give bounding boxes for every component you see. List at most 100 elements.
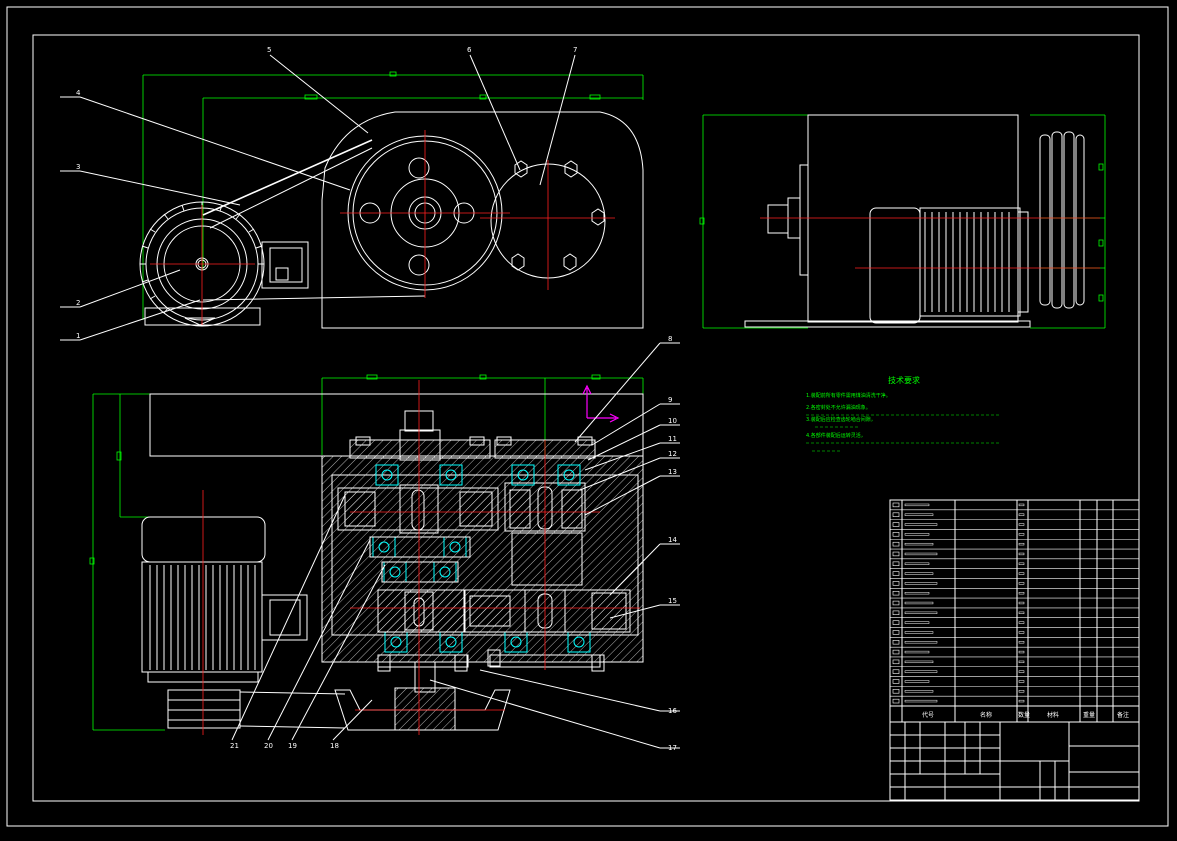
parts-row-index-box — [892, 502, 900, 508]
parts-row-code-cell — [904, 631, 934, 634]
parts-row-qty-cell — [1018, 533, 1025, 536]
parts-row-index-box — [892, 689, 900, 694]
parts-row-qty-cell — [1018, 641, 1025, 644]
parts-row-qty-cell — [1018, 690, 1025, 693]
parts-row-qty-cell — [1018, 572, 1025, 575]
tech-req-line-4: 4.各部件装配后运转灵活， — [806, 432, 866, 439]
balloon-9: 9 — [668, 396, 672, 404]
parts-row-qty-cell — [1018, 621, 1025, 624]
section-view — [89, 342, 680, 749]
side-view — [699, 114, 1106, 329]
balloon-11: 11 — [668, 435, 677, 443]
parts-row-qty-cell — [1018, 660, 1025, 664]
parts-row-index-box — [892, 541, 900, 547]
parts-row-index-box — [892, 590, 900, 596]
balloon-4: 4 — [76, 89, 81, 97]
parts-row-qty-cell — [1018, 601, 1025, 605]
parts-row-index-box — [892, 561, 900, 566]
front-view — [60, 54, 644, 341]
tech-req-line-2: 2.各密封处不允许漏油现象。 — [806, 404, 871, 411]
balloon-1: 1 — [76, 332, 80, 340]
parts-row-code-cell — [904, 641, 938, 644]
parts-row-qty-cell — [1018, 631, 1025, 634]
balloon-20: 20 — [264, 742, 273, 750]
parts-row-index-box — [892, 669, 900, 674]
parts-row-code-cell — [904, 611, 938, 614]
balloon-17: 17 — [668, 744, 677, 752]
balloon-21: 21 — [230, 742, 239, 750]
parts-row-qty-cell — [1018, 542, 1025, 546]
parts-row-qty-cell — [1018, 680, 1025, 683]
parts-row-index-box — [892, 571, 900, 576]
parts-row-qty-cell — [1018, 562, 1025, 565]
balloon-3: 3 — [76, 163, 80, 171]
balloon-19: 19 — [288, 742, 297, 750]
parts-row-index-box — [892, 522, 900, 527]
parts-row-index-box — [892, 630, 900, 635]
parts-row-index-box — [892, 659, 900, 665]
parts-row-index-box — [892, 532, 900, 537]
tech-req-filler-lines — [806, 414, 1000, 452]
outer-border — [6, 6, 1169, 827]
parts-row-code-cell — [904, 533, 930, 536]
parts-row-code-cell — [904, 523, 938, 526]
balloon-8: 8 — [668, 335, 672, 343]
balloon-7: 7 — [573, 46, 577, 54]
tech-req-line-3: 3.装配后应检查齿轮啮合间隙， — [806, 416, 876, 423]
parts-row-index-box — [892, 620, 900, 625]
parts-row-qty-cell — [1018, 699, 1025, 703]
parts-row-code-cell — [904, 572, 934, 575]
parts-row-code-cell — [904, 621, 930, 624]
header-weight: 重量 — [1083, 711, 1095, 719]
parts-row-code-cell — [904, 542, 934, 546]
parts-row-qty-cell — [1018, 552, 1025, 556]
header-material: 材料 — [1047, 711, 1059, 719]
parts-row-code-cell — [904, 690, 934, 693]
balloon-13: 13 — [668, 468, 677, 476]
parts-row-index-box — [892, 640, 900, 645]
parts-row-qty-cell — [1018, 513, 1025, 516]
parts-row-index-box — [892, 698, 900, 704]
parts-rows — [890, 502, 1139, 704]
title-block — [889, 705, 1140, 801]
header-name: 名称 — [980, 711, 992, 719]
header-code: 代号 — [922, 711, 934, 719]
parts-row-index-box — [892, 512, 900, 517]
parts-row-code-cell — [904, 699, 938, 703]
parts-row-index-box — [892, 649, 900, 655]
parts-row-index-box — [892, 581, 900, 586]
parts-row-index-box — [892, 679, 900, 684]
tech-req-title: 技术要求 — [888, 375, 920, 385]
parts-row-code-cell — [904, 680, 930, 683]
parts-row-code-cell — [904, 601, 934, 605]
parts-row-code-cell — [904, 592, 930, 595]
parts-list — [889, 499, 1140, 722]
balloon-15: 15 — [668, 597, 677, 605]
parts-row-code-cell — [904, 650, 930, 654]
parts-row-qty-cell — [1018, 670, 1025, 673]
parts-row-qty-cell — [1018, 582, 1025, 585]
parts-row-code-cell — [904, 562, 930, 565]
parts-row-code-cell — [904, 503, 930, 507]
parts-row-code-cell — [904, 552, 938, 556]
balloon-16: 16 — [668, 707, 677, 715]
parts-row-qty-cell — [1018, 611, 1025, 614]
parts-row-index-box — [892, 610, 900, 616]
header-remark: 备注 — [1117, 711, 1129, 719]
balloon-12: 12 — [668, 450, 677, 458]
balloon-5: 5 — [267, 46, 271, 54]
parts-row-qty-cell — [1018, 503, 1025, 507]
balloon-18: 18 — [330, 742, 339, 750]
header-qty: 数量 — [1018, 711, 1030, 719]
parts-row-qty-cell — [1018, 523, 1025, 526]
balloon-2: 2 — [76, 299, 80, 307]
parts-row-code-cell — [904, 513, 934, 516]
inner-border — [32, 34, 1140, 802]
tech-req-line-1: 1.装配前所有零件需用煤油清洗干净。 — [806, 392, 891, 399]
parts-row-qty-cell — [1018, 650, 1025, 654]
balloon-14: 14 — [668, 536, 677, 544]
parts-row-index-box — [892, 600, 900, 606]
parts-row-index-box — [892, 551, 900, 557]
